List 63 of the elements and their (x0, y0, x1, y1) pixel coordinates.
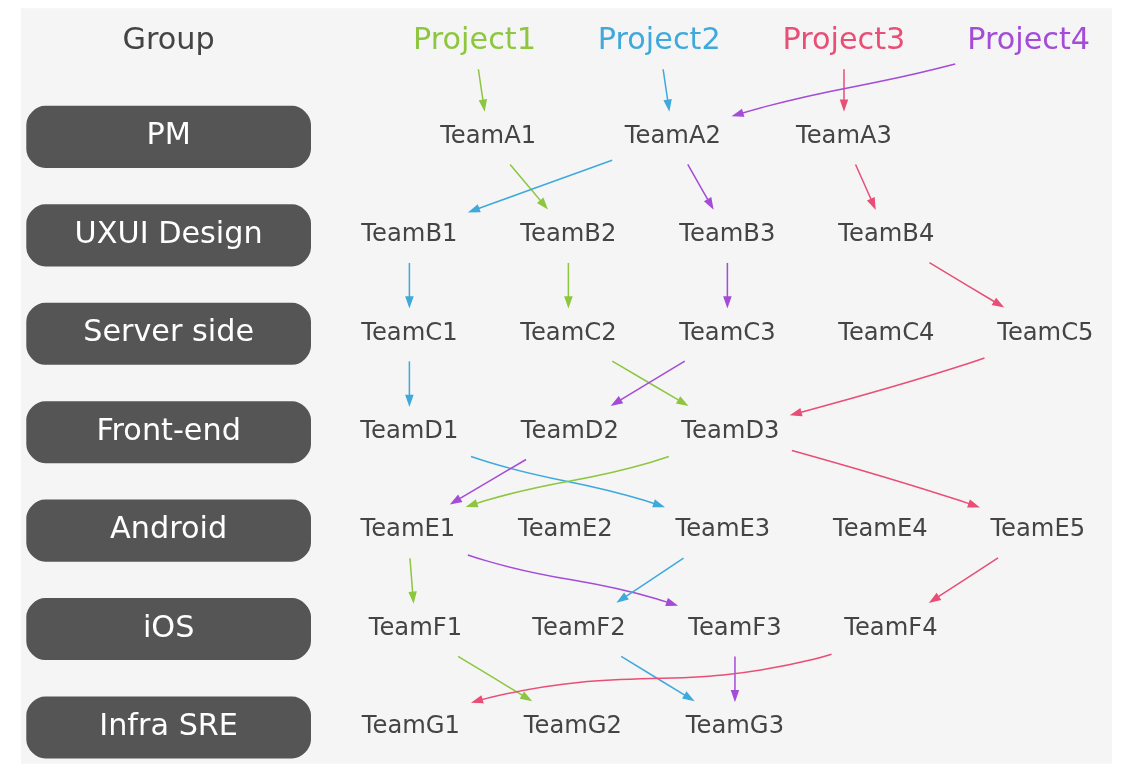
node-text: TeamA3 (795, 120, 892, 149)
node-text: TeamG2 (523, 711, 622, 740)
arrow (722, 262, 732, 309)
node-text: TeamD2 (520, 415, 619, 444)
arrow (466, 554, 678, 606)
node-text: TeamE3 (674, 514, 770, 543)
label: Group (122, 21, 215, 57)
node-box: PM (25, 105, 311, 168)
arrow (730, 655, 739, 703)
node-text: Project4 (966, 21, 1090, 57)
node-text: TeamA1 (439, 120, 536, 149)
node-text: TeamA2 (624, 120, 721, 149)
arrow (456, 655, 532, 702)
arrow (839, 68, 848, 112)
node-text: TeamF4 (843, 612, 938, 641)
node-box: Front-end (25, 401, 311, 464)
node-text: TeamE2 (517, 514, 613, 543)
node-box: Android (25, 499, 311, 562)
node-text: TeamC1 (360, 317, 458, 346)
node-text: TeamB1 (360, 219, 457, 248)
node-text: TeamG1 (361, 711, 460, 740)
arrow (563, 262, 573, 309)
arrow (467, 159, 613, 213)
arrow (854, 163, 876, 210)
node-text: Project1 (412, 21, 536, 57)
node-box: UXUI Design (25, 204, 311, 267)
node-box: Infra SRE (25, 696, 311, 759)
arrow (508, 163, 548, 210)
arrow (928, 557, 999, 603)
node-box: Server side (25, 302, 311, 365)
arrow (789, 357, 985, 417)
arrow (686, 163, 714, 210)
node-text: TeamB4 (837, 219, 934, 248)
arrow (407, 557, 417, 604)
node-text: TeamE4 (832, 514, 928, 543)
node-text: TeamB2 (519, 219, 616, 248)
node-text: TeamF3 (687, 612, 782, 641)
node-text: TeamD1 (359, 415, 458, 444)
arrow (449, 458, 527, 505)
node-text: TeamC4 (837, 317, 935, 346)
node-text: TeamF2 (531, 612, 626, 641)
arrow (404, 262, 414, 309)
node-text: Project3 (782, 21, 905, 57)
arrow (477, 68, 487, 112)
node-text: TeamE1 (360, 514, 455, 543)
arrow (928, 261, 1004, 308)
arrow (619, 655, 695, 702)
node-text: TeamE5 (989, 514, 1085, 543)
arrow (615, 557, 684, 603)
node-text: TeamB3 (678, 219, 775, 248)
arrow (470, 653, 832, 704)
node-text: TeamG3 (685, 711, 784, 740)
node-box: iOS (25, 598, 311, 661)
arrow (404, 360, 414, 407)
arrow (661, 68, 672, 112)
arrow (790, 449, 980, 508)
node-text: TeamF1 (368, 612, 462, 641)
node-text: TeamC3 (678, 317, 776, 346)
node-text: Project2 (597, 21, 721, 57)
arrow (731, 63, 956, 117)
node-text: TeamC2 (519, 317, 617, 346)
node-text: TeamD3 (680, 415, 779, 444)
node-text: TeamC5 (996, 317, 1094, 346)
